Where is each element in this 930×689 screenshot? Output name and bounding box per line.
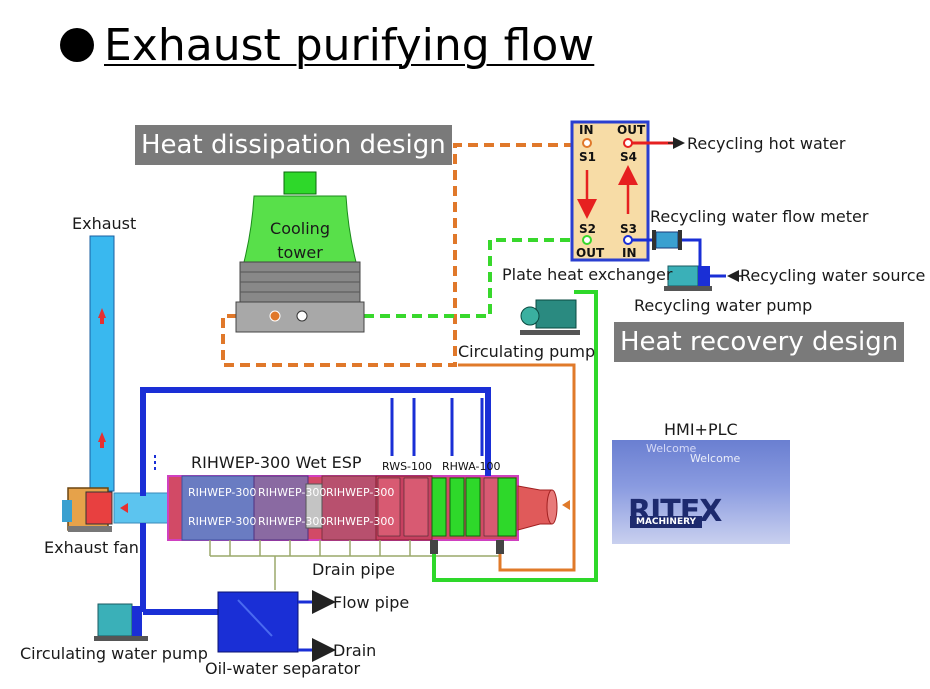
blue-spray-pipes [390,398,484,456]
esp-module-label: RIHWEP-300 [326,486,395,499]
cooling-tower [235,171,365,333]
circulating-pump-icon [520,299,580,335]
label-flow-meter: Recycling water flow meter [650,207,869,226]
label-hmi-plc: HMI+PLC [664,420,738,439]
label-oil-water-separator: Oil-water separator [205,659,361,678]
label-flow-pipe: Flow pipe [333,593,410,612]
hx-s1: S1 [579,150,596,164]
recycling-water-pump-icon [664,265,712,291]
banner-heat-dissipation: Heat dissipation design [135,125,452,165]
heat-dissipation-loop [221,143,574,367]
hx-out-top: OUT [617,123,646,137]
label-exhaust: Exhaust [72,214,137,233]
label-recycling-pump: Recycling water pump [634,296,813,315]
label-cooling-tower: Cooling tower [270,219,330,262]
hx-s2: S2 [579,222,596,236]
hx-in-top: IN [579,123,594,137]
wet-esp [167,475,558,541]
flow-meter-icon [652,230,682,250]
label-circulating-pump: Circulating pump [458,342,596,361]
banner-heat-recovery: Heat recovery design [614,322,905,362]
circulating-water-pump-icon [94,603,148,641]
label-wet-esp: RIHWEP-300 Wet ESP [191,453,362,472]
hmi-welcome-text: Welcome [646,442,697,455]
esp-module-label: RIHWEP-300 [258,515,327,528]
oil-water-separator [217,590,336,662]
esp-module-label: RIHWEP-300 [258,486,327,499]
hmi-welcome-text: Welcome [690,452,741,465]
label-recycling-hot-water: Recycling hot water [687,134,846,153]
label-drain-pipe: Drain pipe [312,560,395,579]
esp-module-label: RIHWEP-300 [188,515,257,528]
esp-module-label: RIHWEP-300 [188,486,257,499]
label-circulating-water-pump: Circulating water pump [20,644,208,663]
bullet-icon [60,28,94,62]
inlet-arrow-icon [562,500,570,510]
title-text: Exhaust purifying flow [104,19,595,71]
exhaust-fan [62,487,113,532]
drain-manifold [209,540,500,590]
orange-return-pipe [458,363,576,572]
hmi-screen: Welcome Welcome RITEX MACHINERY [612,440,790,544]
cooling-return-loop [300,238,576,318]
label-water-source: Recycling water source [740,266,926,285]
label-plate-heat-exchanger: Plate heat exchanger [502,265,673,284]
esp-module-label: RIHWEP-300 [326,515,395,528]
label-rws: RWS-100 [382,460,433,473]
label-drain: Drain [333,641,377,660]
blue-water-pipe [140,387,491,615]
valves [430,540,504,554]
hx-s3: S3 [620,222,637,236]
hx-s4: S4 [620,150,637,164]
plate-heat-exchanger [570,120,650,262]
hx-out-bottom: OUT [576,246,605,260]
machinery-logo: MACHINERY [630,516,703,528]
page-title: Exhaust purifying flow [60,18,594,72]
label-rhwa: RHWA-100 [442,460,501,473]
hx-in-bottom: IN [622,246,637,260]
duct-arrow-icon [120,503,128,513]
exhaust-stack [89,235,115,492]
green-circulation-pipe [432,290,598,582]
label-exhaust-fan: Exhaust fan [44,538,139,557]
